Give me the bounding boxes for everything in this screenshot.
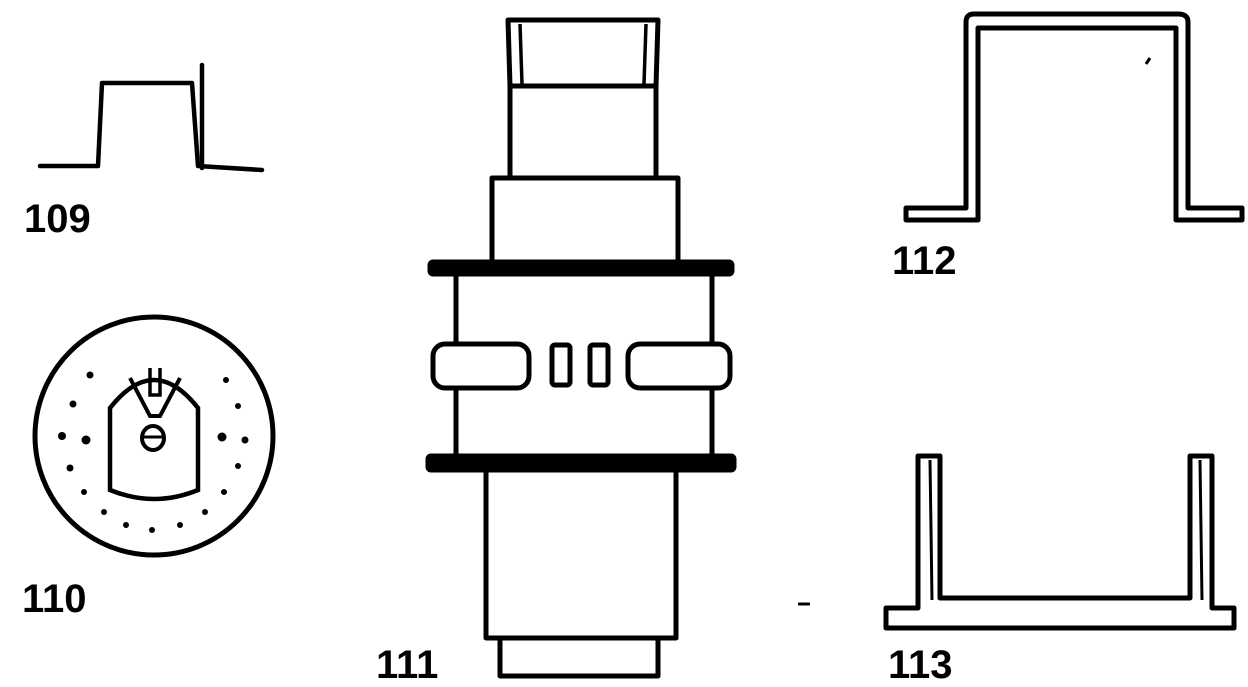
label-111: 111 [376,643,438,687]
part-110-dial [32,314,276,558]
part-112-bracket [903,11,1245,223]
part-109-profile [37,62,265,173]
label-112: 112 [892,239,957,283]
label-113: 113 [888,643,953,687]
part-111-spool [425,17,737,679]
part-113-channel [883,453,1237,631]
label-110: 110 [22,577,87,621]
dial-scale-marks [58,371,249,533]
label-109: 109 [24,197,91,241]
